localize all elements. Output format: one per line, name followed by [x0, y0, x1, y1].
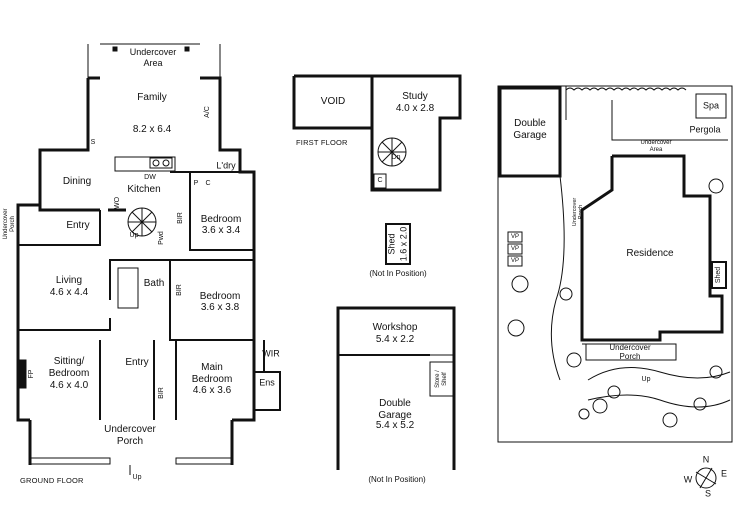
study-label: Study: [402, 91, 428, 102]
family-label: Family: [137, 92, 167, 103]
vp-label-1: VP: [510, 234, 520, 240]
pwd-label: Pwd: [158, 231, 165, 245]
site-plan: [497, 85, 733, 443]
ensuite-label: Ens: [259, 377, 275, 388]
bedroom-1-label: Bedroom: [200, 214, 242, 225]
main-bedroom-label: Main Bedroom: [191, 362, 233, 385]
vp-label-2: VP: [510, 246, 520, 252]
vp-label-3: VP: [510, 258, 520, 264]
void-label: VOID: [320, 96, 346, 107]
p-label: P: [193, 180, 199, 187]
dining-label: Dining: [62, 176, 92, 187]
entry-label-1: Entry: [66, 220, 90, 231]
dn-label: Dn: [391, 154, 401, 161]
ground-floor-caption: GROUND FLOOR: [20, 476, 84, 485]
s-label: S: [90, 139, 96, 146]
site-up-label: Up: [641, 376, 651, 383]
up-label-stair: Up: [129, 232, 139, 239]
bedroom-2-label: Bedroom: [199, 291, 241, 302]
ground-floor-walls: [16, 76, 281, 465]
site-double-garage-label: Double Garage: [513, 118, 547, 141]
c-label: C: [205, 180, 211, 187]
study-dim: 4.0 x 2.8: [395, 103, 435, 114]
pergola-label: Pergola: [689, 124, 721, 135]
compass-n: N: [702, 454, 710, 465]
up-label-porch: Up: [132, 474, 142, 481]
bir-label-1: BIR: [177, 212, 184, 224]
garage-not-in-position: (Not In Position): [368, 475, 426, 484]
compass-s: S: [704, 488, 712, 499]
sitting-bedroom-label: Sitting/ Bedroom: [48, 356, 90, 379]
first-floor-caption: FIRST FLOOR: [296, 138, 348, 147]
compass-e: E: [720, 468, 728, 479]
undercover-area-label: Undercover Area: [129, 47, 177, 68]
garage-walls: [336, 306, 456, 470]
compass: [695, 467, 717, 489]
compass-w: W: [683, 474, 693, 485]
bedroom-1-dim: 3.6 x 3.4: [201, 225, 241, 236]
bedroom-2-dim: 3.6 x 3.8: [200, 302, 240, 313]
living-dim: 4.6 x 4.4: [49, 287, 89, 298]
wir-label: WIR: [262, 348, 280, 359]
spa-label: Spa: [702, 100, 720, 111]
garage-dim: 5.4 x 5.2: [375, 420, 415, 431]
main-bedroom-dim: 4.6 x 3.6: [192, 385, 232, 396]
side-porch-label: Undercover Porch: [3, 208, 16, 240]
bir-label-2: BIR: [176, 284, 183, 296]
laundry-label: L'dry: [216, 160, 236, 171]
ac-label: A/C: [204, 106, 211, 118]
wo-label: WO: [114, 196, 121, 210]
site-side-porch-label: Undercover Porch: [572, 197, 584, 227]
dw-label: DW: [144, 174, 156, 181]
undercover-porch-label: Undercover Porch: [104, 424, 156, 447]
site-undercover-area-label: Undercover Area: [640, 140, 672, 153]
residence-label: Residence: [626, 248, 674, 259]
fp-label: FP: [28, 369, 35, 379]
kitchen-label: Kitchen: [127, 184, 161, 195]
bath-label: Bath: [143, 278, 165, 289]
bir-label-3: BIR: [158, 387, 165, 399]
workshop-label: Workshop: [372, 322, 418, 333]
site-shed-label: Shed: [715, 266, 722, 284]
shed-label: Shed: [386, 233, 397, 255]
entry-label-2: Entry: [125, 357, 149, 368]
garage-label: Double Garage: [378, 398, 412, 421]
family-dim: 8.2 x 6.4: [132, 124, 172, 135]
site-undercover-porch-label: Undercover Porch: [609, 343, 651, 361]
shed-dim: 1.6 x 2.0: [398, 226, 409, 262]
store-shelf-label: Store / Shelf: [435, 370, 448, 388]
shed-not-in-position: (Not In Position): [369, 269, 427, 278]
workshop-dim: 5.4 x 2.2: [375, 334, 415, 345]
first-floor-walls: [292, 74, 462, 192]
living-label: Living: [55, 275, 83, 286]
c-label-first: C: [377, 177, 383, 184]
sitting-bedroom-dim: 4.6 x 4.0: [49, 380, 89, 391]
